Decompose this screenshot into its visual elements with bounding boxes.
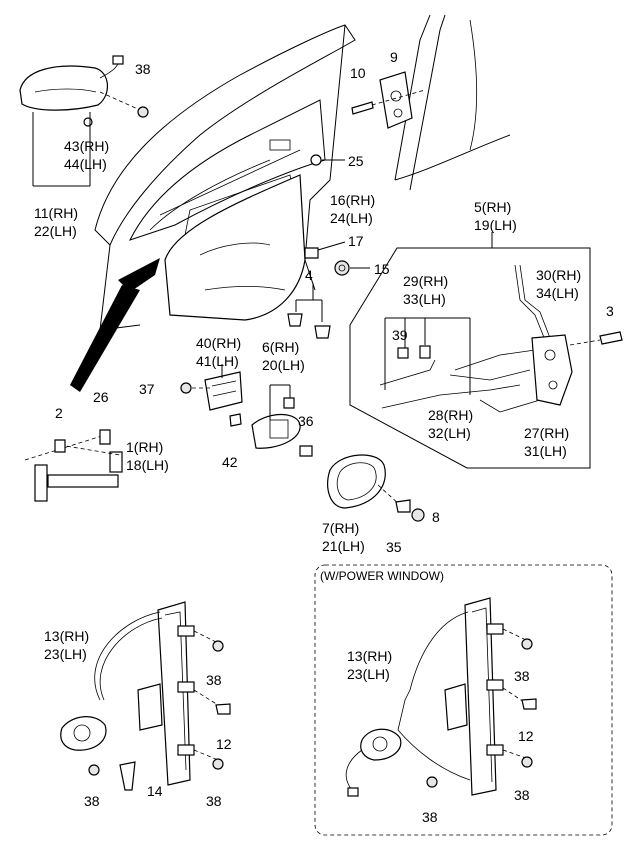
label-32-lh: 32(LH) xyxy=(428,425,471,441)
power-window-box xyxy=(314,564,613,836)
plug-25-icon xyxy=(310,154,322,166)
inside-handle-bezel xyxy=(327,454,425,522)
label-43-rh: 43(RH) xyxy=(64,138,109,154)
label-2: 2 xyxy=(55,405,63,421)
label-12-power: 12 xyxy=(518,728,534,744)
door-latch xyxy=(531,334,573,406)
label-21-lh: 21(LH) xyxy=(322,538,365,554)
door-hinge xyxy=(180,371,243,427)
lock-assembly-box xyxy=(349,232,591,469)
label-35: 35 xyxy=(386,539,402,555)
label-44-lh: 44(LH) xyxy=(64,156,107,172)
door-frame xyxy=(94,24,356,331)
label-15: 15 xyxy=(374,261,390,277)
inside-handle xyxy=(251,384,313,457)
cap-15-icon xyxy=(334,260,350,276)
label-28-rh: 28(RH) xyxy=(428,407,473,423)
label-9: 9 xyxy=(390,49,398,65)
power-window-regulator xyxy=(345,597,537,797)
label-13-rh-power: 13(RH) xyxy=(347,648,392,664)
door-checker xyxy=(24,429,123,502)
label-40-rh: 40(RH) xyxy=(196,335,241,351)
nut-38-icon xyxy=(137,106,149,118)
label-38-manual-right: 38 xyxy=(206,793,222,809)
label-3: 3 xyxy=(606,303,614,319)
outside-handle xyxy=(19,55,124,127)
label-42: 42 xyxy=(222,454,238,470)
manual-window-regulator xyxy=(60,601,231,791)
label-10: 10 xyxy=(350,65,366,81)
door-trim-panel xyxy=(164,174,306,321)
label-22-lh: 22(LH) xyxy=(34,223,77,239)
label-31-lh: 31(LH) xyxy=(524,443,567,459)
label-38-manual-left: 38 xyxy=(84,793,100,809)
label-19-lh: 19(LH) xyxy=(474,217,517,233)
label-27-rh: 27(RH) xyxy=(524,425,569,441)
label-29-rh: 29(RH) xyxy=(403,273,448,289)
label-18-lh: 18(LH) xyxy=(126,457,169,473)
label-33-lh: 33(LH) xyxy=(403,291,446,307)
label-36: 36 xyxy=(298,413,314,429)
label-37: 37 xyxy=(139,381,155,397)
label-38-power-right: 38 xyxy=(514,787,530,803)
label-17: 17 xyxy=(348,233,364,249)
label-24-lh: 24(LH) xyxy=(330,210,373,226)
assembly-arrow xyxy=(70,258,160,392)
label-11-rh: 11(RH) xyxy=(34,205,78,221)
label-23-lh-power: 23(LH) xyxy=(347,666,390,682)
door-striker xyxy=(351,71,413,129)
label-6-rh: 6(RH) xyxy=(262,339,299,355)
label-4: 4 xyxy=(305,267,313,283)
label-7-rh: 7(RH) xyxy=(322,520,359,536)
label-26: 26 xyxy=(93,389,109,405)
clips-4 xyxy=(287,283,331,339)
label-39: 39 xyxy=(392,327,408,343)
label-30-rh: 30(RH) xyxy=(536,267,581,283)
clip-17-icon xyxy=(304,247,319,259)
label-34-lh: 34(LH) xyxy=(536,285,579,301)
label-38-power-upper: 38 xyxy=(514,668,530,684)
label-5-rh: 5(RH) xyxy=(474,199,511,215)
label-16-rh: 16(RH) xyxy=(330,192,375,208)
power-window-note: (W/POWER WINDOW) xyxy=(320,569,444,583)
screw-3-icon xyxy=(599,331,623,345)
label-38-outside-handle: 38 xyxy=(135,61,151,77)
label-14: 14 xyxy=(147,783,163,799)
label-23-lh-manual: 23(LH) xyxy=(44,646,87,662)
body-pillar xyxy=(394,14,511,191)
label-41-lh: 41(LH) xyxy=(196,353,239,369)
label-8: 8 xyxy=(432,509,440,525)
label-38-manual-upper: 38 xyxy=(206,672,222,688)
lock-rods xyxy=(379,264,551,413)
label-13-rh-manual: 13(RH) xyxy=(44,628,89,644)
label-20-lh: 20(LH) xyxy=(262,357,305,373)
label-38-power-bottom: 38 xyxy=(422,809,438,825)
label-25: 25 xyxy=(348,153,364,169)
label-12-manual: 12 xyxy=(216,736,232,752)
label-1-rh: 1(RH) xyxy=(126,439,163,455)
